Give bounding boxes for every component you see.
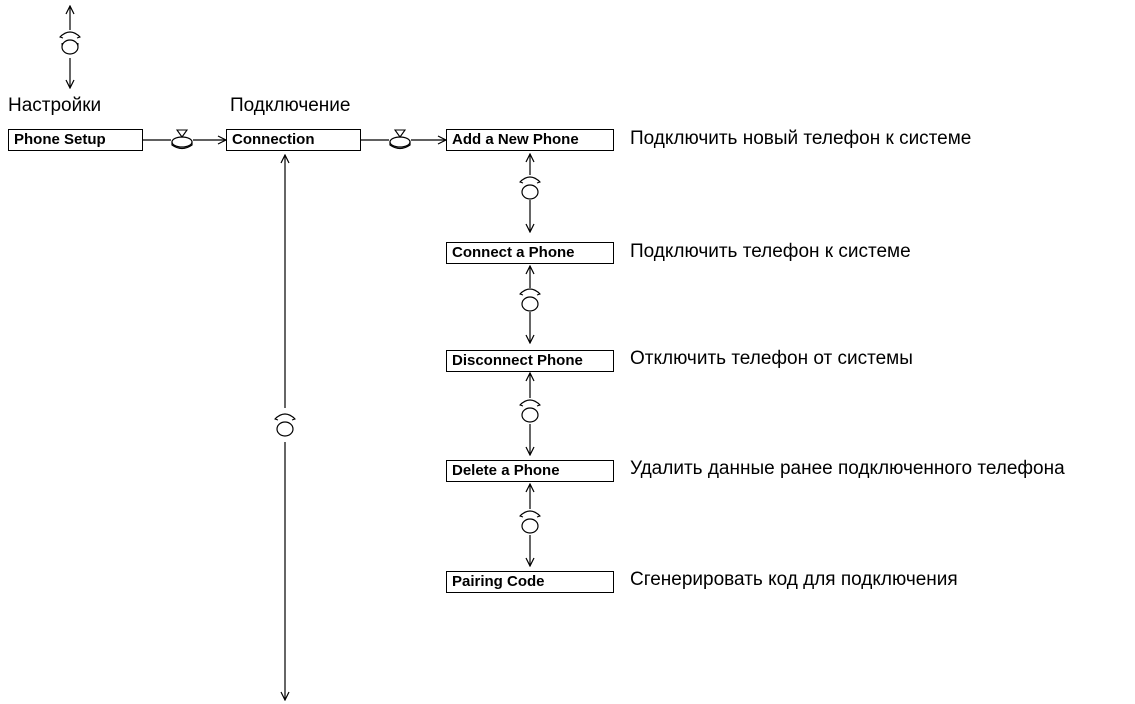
- rotate-knob-icon: [519, 176, 541, 200]
- menu-item-connect-phone-description: Подключить телефон к системе: [630, 241, 911, 262]
- menu-item-add-phone-description: Подключить новый телефон к системе: [630, 128, 972, 149]
- menu-item-add-phone: Add a New Phone: [446, 129, 614, 151]
- rotate-knob-icon: [519, 399, 541, 423]
- menu-item-delete-phone-description: Удалить данные ранее подключенного телеф…: [630, 458, 1065, 479]
- rotate-knob-icon: [59, 31, 81, 55]
- root-caption: Настройки: [8, 95, 102, 116]
- menu-item-pairing-code-description: Сгенерировать код для подключения: [630, 569, 958, 590]
- sub-caption: Подключение: [230, 95, 351, 116]
- menu-item-disconnect-phone: Disconnect Phone: [446, 350, 614, 372]
- rotate-knob-icon: [519, 288, 541, 312]
- press-knob-icon: [171, 129, 193, 150]
- menu-item-connect-phone: Connect a Phone: [446, 242, 614, 264]
- connection-box: Connection: [226, 129, 361, 151]
- press-knob-icon: [389, 129, 411, 150]
- phone-setup-box: Phone Setup: [8, 129, 143, 151]
- rotate-knob-icon: [519, 510, 541, 534]
- menu-item-disconnect-phone-description: Отключить телефон от системы: [630, 348, 913, 369]
- rotate-knob-icon: [274, 413, 296, 437]
- menu-item-pairing-code: Pairing Code: [446, 571, 614, 593]
- menu-item-delete-phone: Delete a Phone: [446, 460, 614, 482]
